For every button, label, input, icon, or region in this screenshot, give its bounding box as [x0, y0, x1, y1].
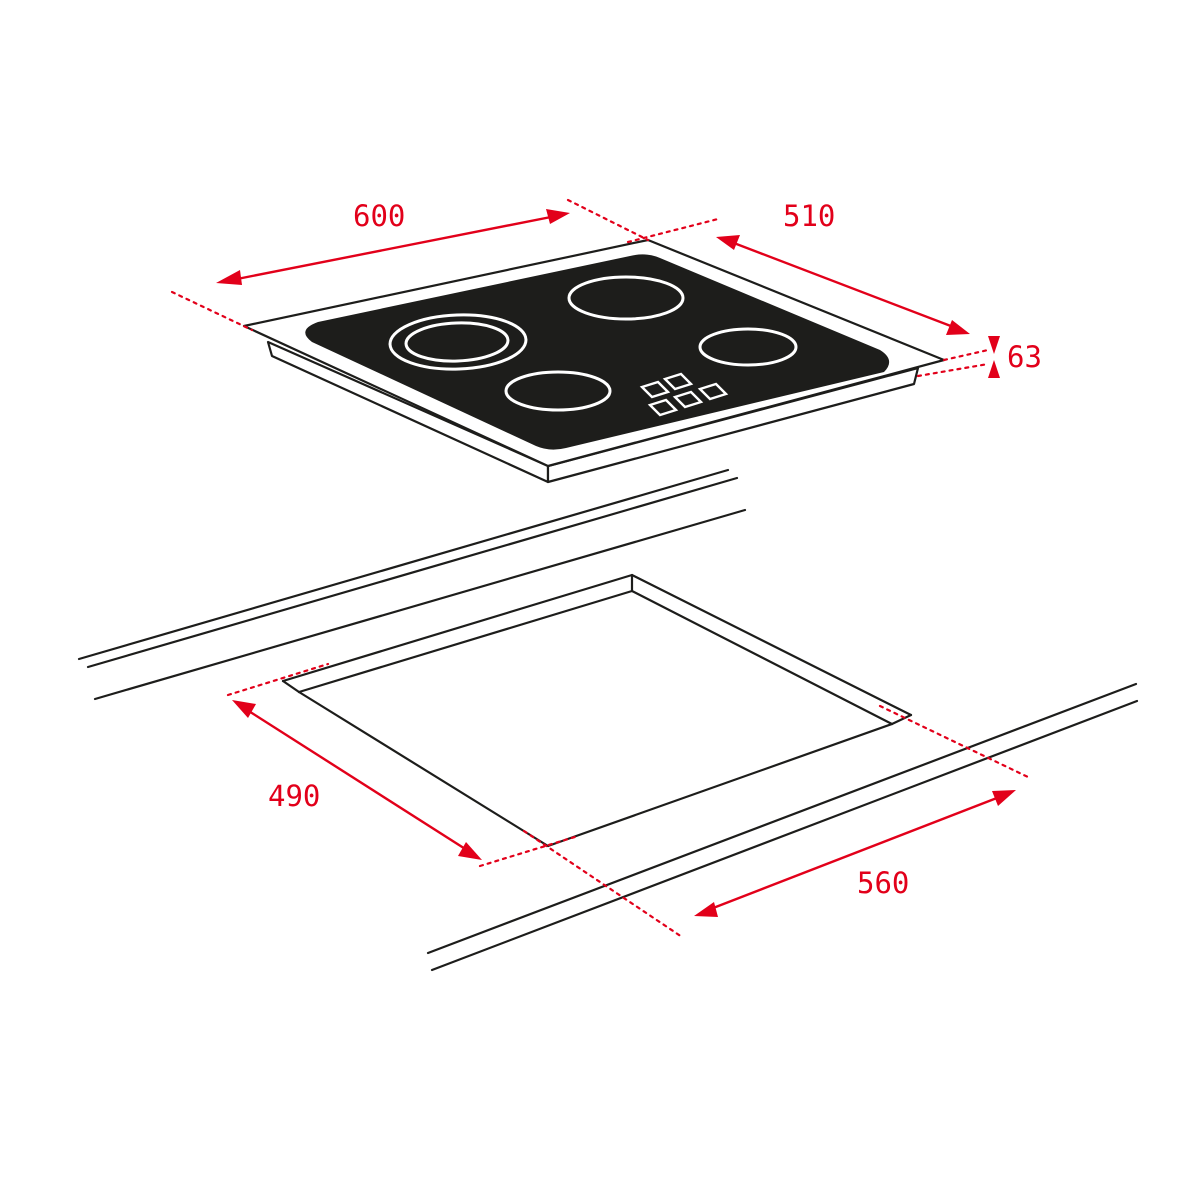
hob-appliance [242, 238, 946, 484]
cooking-zone-right-icon [698, 327, 798, 367]
touch-control-icon [662, 372, 694, 391]
countertop [77, 468, 1139, 972]
arrowhead-icon [216, 270, 242, 285]
cooking-zone-back-icon [567, 275, 685, 321]
countertop-back-edge-lower [93, 508, 747, 701]
touch-control-icon [697, 382, 729, 401]
arrowhead-icon [232, 700, 256, 718]
cutout-front-wall [546, 722, 894, 848]
arrowhead-icon [546, 209, 570, 224]
depth-dimension-line [725, 238, 957, 330]
hob-dimensions [170, 198, 1000, 378]
arrowhead-icon [458, 842, 482, 860]
touch-controls [639, 372, 729, 417]
cooking-zone-dual-inner-icon [404, 321, 510, 363]
cutout-opening [281, 573, 913, 848]
extension-line [522, 829, 684, 939]
extension-line [566, 198, 650, 242]
extension-line [478, 834, 580, 868]
cutout-right-edge [890, 713, 913, 726]
extension-line [170, 290, 254, 332]
cutout-width-label: 560 [857, 866, 910, 900]
cutout-width-dimension-line [707, 794, 1003, 912]
extension-line [942, 348, 990, 362]
touch-control-icon [639, 380, 671, 399]
countertop-front-edge-top [426, 682, 1138, 955]
cooking-zone-front-icon [504, 370, 612, 412]
arrowhead-icon [992, 790, 1016, 806]
arrowhead-icon [946, 320, 970, 335]
arrowhead-icon [988, 336, 1000, 354]
extension-line [626, 217, 720, 244]
cutout-depth-label: 490 [268, 779, 321, 813]
extension-line [878, 704, 1032, 780]
arrowhead-icon [988, 360, 1000, 378]
cooking-zones [388, 275, 798, 412]
extension-line [916, 362, 990, 378]
cutout-inner-outline [297, 589, 894, 726]
touch-control-icon [672, 390, 704, 409]
countertop-back-edge-bottom [86, 476, 739, 669]
touch-control-icon [647, 398, 679, 417]
hob-glass-top [305, 254, 890, 450]
width-dimension-line [231, 214, 557, 282]
hob-width-label: 600 [353, 199, 406, 233]
hob-depth-label: 510 [783, 199, 836, 233]
arrowhead-icon [694, 902, 718, 917]
cutout-left-wall [297, 690, 550, 848]
arrowhead-icon [716, 235, 740, 250]
cutout-dimensions [226, 662, 1032, 939]
countertop-front-edge-bottom [430, 699, 1139, 972]
extension-line [226, 662, 330, 697]
cooking-zone-dual-outer-icon [388, 313, 528, 371]
cutout-top-outline [281, 573, 913, 717]
cutout-left-edge [281, 679, 301, 694]
hob-height-label: 63 [1007, 340, 1042, 374]
cutout-depth-dimension-line [243, 706, 471, 854]
countertop-back-edge-top [77, 468, 730, 661]
